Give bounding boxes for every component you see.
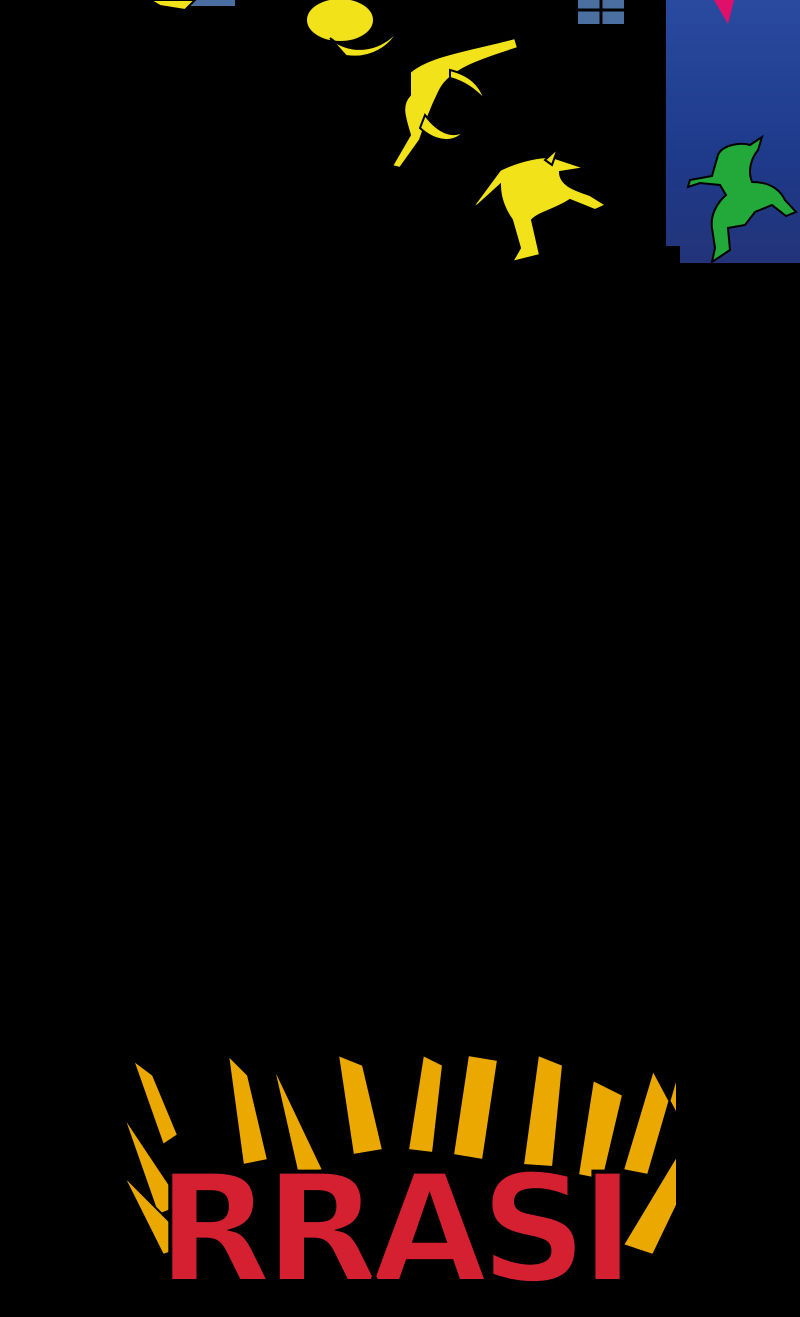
sfx-burst <box>123 1055 677 1257</box>
panel-step <box>666 246 680 263</box>
yellow-acrobat-running <box>471 147 609 264</box>
sfx-burst-panel <box>123 1055 677 1259</box>
green-runner <box>686 134 798 265</box>
yellow-acrobat-leaping <box>390 36 520 170</box>
comic-page: RRASI <box>123 0 800 1307</box>
magenta-shard <box>714 0 734 24</box>
sfx-text: RRASI <box>155 1143 638 1317</box>
comic-artwork <box>148 0 798 265</box>
yellow-acrobat-curled <box>148 0 399 58</box>
window-icon <box>578 0 624 24</box>
window-ledge <box>190 0 235 6</box>
